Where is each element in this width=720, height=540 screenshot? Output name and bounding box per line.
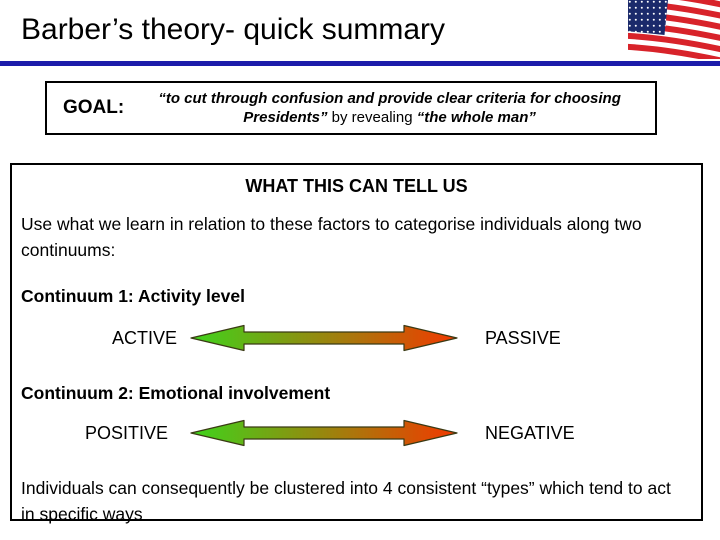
goal-quote-connector: by revealing (327, 109, 417, 126)
continuum-1-right-label: PASSIVE (485, 328, 561, 348)
continuum-1-label: Continuum 1: Activity level (21, 286, 245, 306)
panel-intro-text: Use what we learn in relation to these f… (21, 214, 642, 260)
continuum-2-gradient-arrow-icon (190, 419, 458, 447)
continuum-1-left-label: ACTIVE (112, 328, 178, 348)
us-flag-icon (628, 0, 720, 59)
continuum-1-gradient-arrow-icon (190, 324, 458, 352)
panel-footer-text: Individuals can consequently be clustere… (21, 478, 671, 524)
summary-panel: WHAT THIS CAN TELL US Use what we learn … (10, 163, 703, 524)
goal-quote-tail: “the whole man” (416, 109, 536, 126)
goal-box: GOAL: “to cut through confusion and prov… (45, 81, 657, 135)
continuum-2-label: Continuum 2: Emotional involvement (21, 383, 331, 403)
panel-heading: WHAT THIS CAN TELL US (245, 176, 468, 196)
goal-label: GOAL: (63, 97, 125, 118)
goal-quote-main: “to cut through confusion and provide cl… (158, 90, 621, 126)
continuum-2-right-label: NEGATIVE (485, 423, 575, 443)
page-title: Barber’s theory- quick summary (21, 13, 446, 46)
continuum-2-left-label: POSITIVE (85, 423, 169, 443)
title-underline-rule (0, 61, 720, 66)
goal-quote: “to cut through confusion and provide cl… (155, 89, 625, 127)
